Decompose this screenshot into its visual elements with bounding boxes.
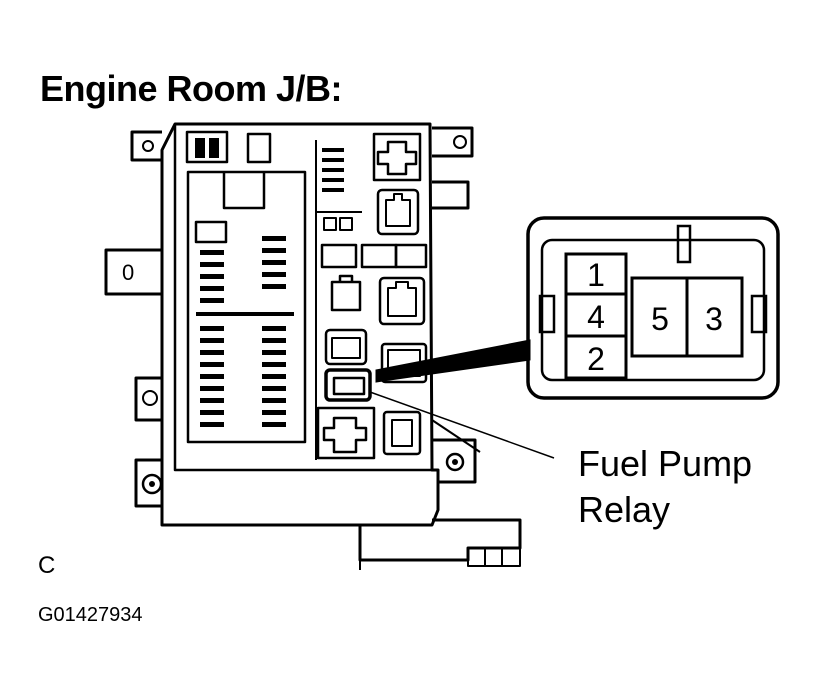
relay-pointer-wedge	[375, 339, 531, 383]
jb-housing	[160, 122, 440, 527]
pin-label-4: 4	[587, 299, 605, 335]
callout-fuel-pump: Fuel Pump	[578, 443, 753, 484]
callout-leader-line	[369, 391, 555, 459]
panel-label: C	[38, 552, 56, 579]
mount-ear-right	[432, 180, 470, 210]
figure-id: G01427934	[38, 604, 143, 626]
left-fuse-strips	[196, 236, 294, 427]
mount-left-marking: 0	[122, 260, 134, 285]
pin-label-2: 2	[587, 341, 605, 377]
mount-ear-top-left	[130, 130, 162, 162]
mount-ear-left	[104, 248, 162, 296]
mount-ear-bottom-right	[432, 438, 477, 484]
diagram-title: Engine Room J/B:	[40, 68, 343, 109]
callout-relay: Relay	[578, 489, 671, 530]
relay-cross-bottom	[316, 406, 376, 460]
mount-ear-top-right	[432, 126, 474, 158]
fuel-pump-relay-socket	[324, 368, 372, 402]
right-top-fuse-strips	[322, 148, 344, 192]
connector-inset	[526, 216, 780, 400]
pin-label-5: 5	[651, 301, 669, 337]
pin-label-1: 1	[587, 257, 605, 293]
mount-ear-left-lower	[134, 376, 162, 422]
pin-label-3: 3	[705, 301, 723, 337]
left-fuse-block	[186, 170, 307, 444]
relay-cross-top	[372, 132, 422, 182]
mount-ear-bottom-left	[134, 458, 162, 508]
